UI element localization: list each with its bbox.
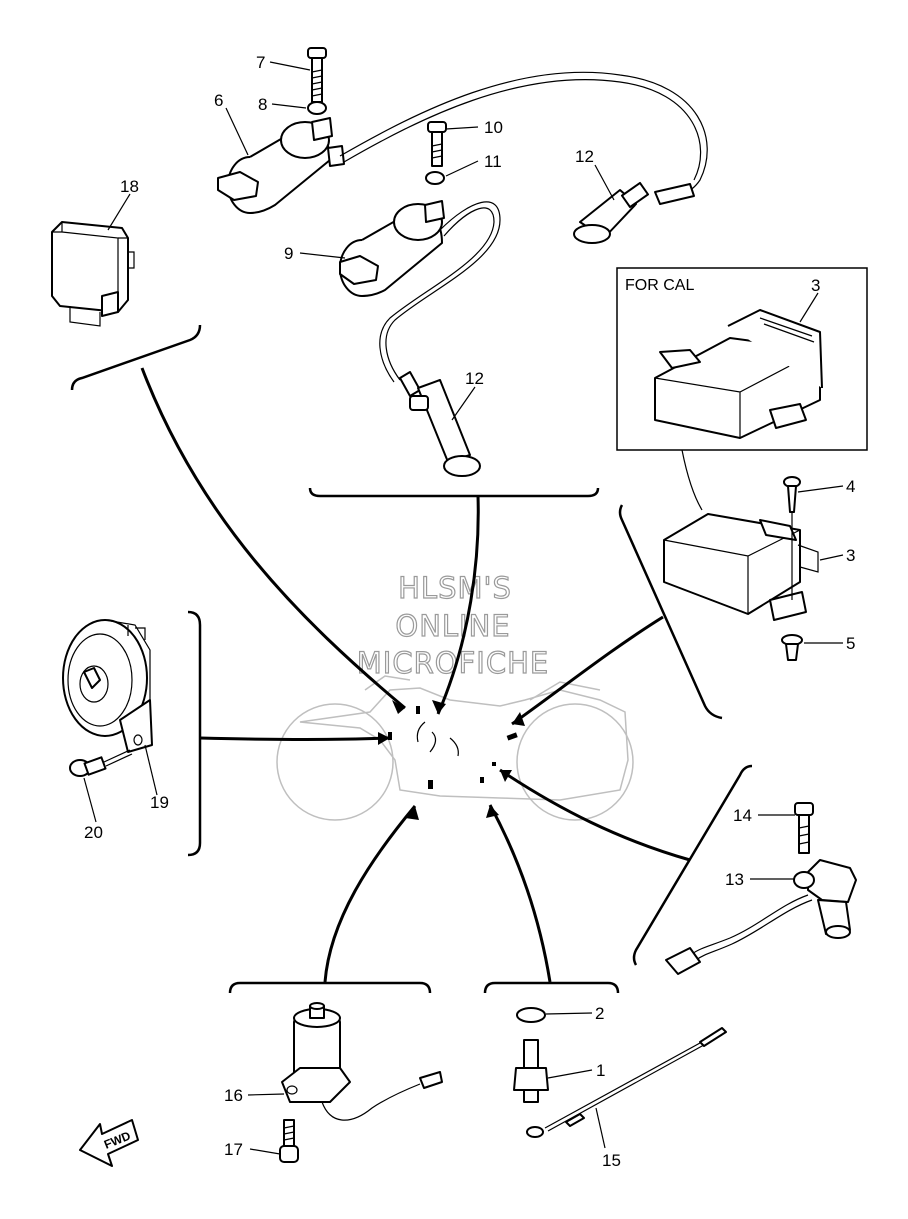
watermark-line1: HLSM'S [398,571,512,605]
bolt-10 [427,121,447,167]
horn [62,619,153,753]
bolt-14 [794,802,814,854]
lead-wire-15 [526,1027,727,1138]
ignition-coil-lower [339,200,501,383]
fwd-arrow-icon: FWD [79,1119,139,1167]
callout-19: 19 [150,793,169,812]
watermark-line3: MICROFICHE [357,646,549,680]
inset-label: FOR CAL [625,277,694,294]
callout-5: 5 [846,634,855,653]
spark-plug-cap-upper [573,181,695,244]
washer-11 [425,171,445,185]
watermark: HLSM'S ONLINE MICROFICHE [356,570,549,680]
grommet-5 [781,634,803,661]
bolt-17 [279,1119,299,1163]
callout-leaders [83,61,844,1155]
cdi-unit [663,513,819,621]
mount-location-marks [388,706,518,789]
callout-20: 20 [84,823,103,842]
callout-12-upper: 12 [575,147,594,166]
ignition-coil-upper [217,71,708,214]
group-leaders [140,367,691,983]
callout-7: 7 [256,53,265,72]
spark-plug-cap-lower [399,371,481,477]
sensor-13 [665,859,857,975]
callout-14: 14 [733,806,752,825]
sensor-1 [513,1039,549,1103]
callout-16: 16 [224,1086,243,1105]
callout-4: 4 [846,477,855,496]
relay-unit [51,221,135,327]
bolt-20 [69,749,133,777]
callout-13: 13 [725,870,744,889]
callout-labels: 7 8 6 9 10 11 12 12 18 3 4 3 5 19 20 14 … [84,53,855,1170]
callout-10: 10 [484,118,503,137]
bolt-7 [307,47,327,103]
watermark-line2: ONLINE [395,609,510,643]
gasket-2 [516,1007,546,1023]
for-cal-inset: FOR CAL [616,267,868,511]
callout-1: 1 [596,1061,605,1080]
callout-17: 17 [224,1140,243,1159]
callout-15: 15 [602,1151,621,1170]
washer-8 [307,101,327,115]
motorcycle-silhouette [276,675,634,821]
callout-2: 2 [595,1004,604,1023]
screw-4 [783,476,801,600]
callout-18: 18 [120,177,139,196]
callout-9: 9 [284,244,293,263]
callout-12-lower: 12 [465,369,484,388]
callout-6: 6 [214,91,223,110]
callout-3: 3 [846,546,855,565]
group-brackets [70,324,753,994]
switch-16 [281,1002,443,1121]
callout-8: 8 [258,95,267,114]
callout-11: 11 [484,152,502,171]
callout-3-inset: 3 [811,276,820,295]
